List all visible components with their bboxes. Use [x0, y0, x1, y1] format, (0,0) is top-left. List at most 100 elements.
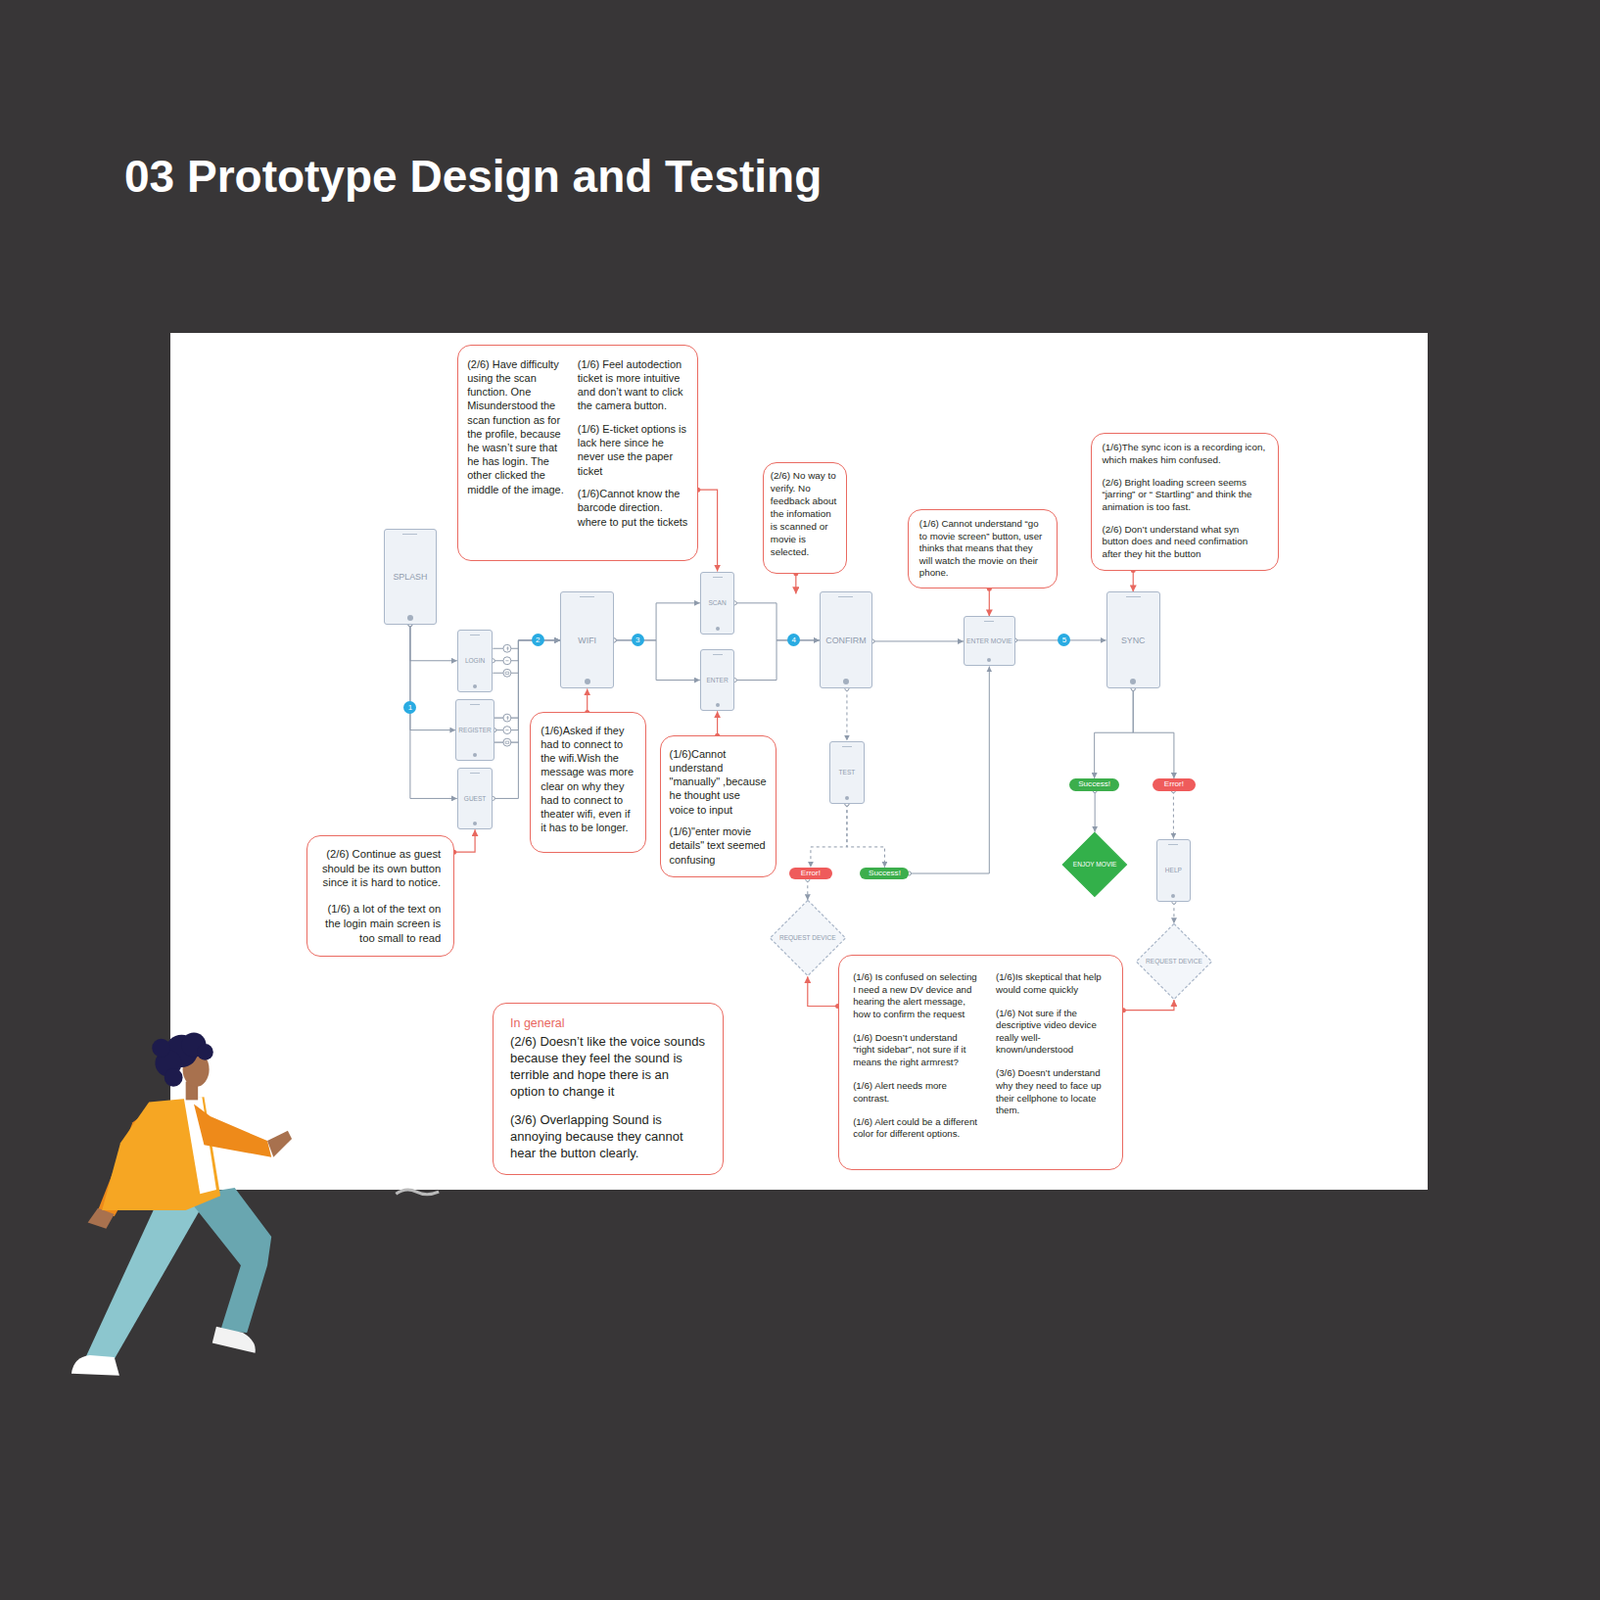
screen-label: WIFI [577, 635, 597, 646]
text-column: In general(2/6) Doesn’t like the voice s… [510, 1015, 706, 1163]
feedback-note: (2/6) Continue as guest should be its ow… [319, 847, 441, 891]
feedback-note: (2/6) Doesn’t like the voice sounds beca… [510, 1034, 706, 1101]
phone-speaker [1168, 844, 1178, 846]
text-column: Error! [800, 869, 821, 878]
callout-leader [586, 688, 588, 712]
feedback-callout: (1/6)Asked if they had to connect to the… [529, 711, 647, 853]
phone-button [472, 752, 477, 757]
feedback-callout: (1/6)The sync icon is a recording icon, … [1090, 432, 1279, 570]
flow-connector [810, 803, 848, 868]
phone-speaker [402, 533, 418, 535]
front-hand [267, 1130, 292, 1158]
text-column: Error! [1164, 780, 1184, 789]
page-title: 03 Prototype Design and Testing [124, 151, 822, 202]
callout-leader [1132, 570, 1134, 593]
flow-connector [734, 603, 820, 641]
feedback-note: (2/6) Have difficulty using the scan fun… [467, 357, 567, 497]
phone-button [472, 821, 477, 826]
back-hand [88, 1208, 115, 1229]
flow-connector [1094, 688, 1134, 779]
text-column: ENTER [705, 676, 728, 685]
phone-speaker [470, 634, 480, 636]
flow-connector [1173, 791, 1175, 840]
feedback-note: (1/6) Feel autodection ticket is more in… [577, 357, 691, 414]
text-column: (1/6) Cannot understand “go to movie scr… [919, 517, 1046, 580]
screen-label: SPLASH [392, 571, 427, 582]
screen-label: CONFIRM [825, 635, 866, 646]
phone-button [584, 678, 591, 685]
text-column: (1/6) Is confused on selecting I need a … [852, 971, 978, 1141]
text-column: (1/6)Asked if they had to connect to the… [540, 723, 635, 836]
screen-label: GUEST [464, 795, 487, 803]
flow-connector [1132, 688, 1175, 779]
feedback-note: (3/6) Doesn’t understand why they need t… [995, 1067, 1109, 1117]
text-column: ENJOY MOVIE [1073, 860, 1118, 869]
phone-button [715, 626, 720, 631]
flow-connector [847, 803, 886, 868]
diamond-label: REQUEST DEVICE [1145, 957, 1203, 966]
phone-button [407, 614, 414, 621]
feedback-callout: (2/6) Have difficulty using the scan fun… [457, 344, 699, 562]
diamond-shape [1063, 832, 1128, 896]
status-label: Error! [1164, 780, 1184, 789]
flow-connector [1173, 901, 1175, 924]
flow-connector [613, 640, 701, 681]
diamond-label: REQUEST DEVICE [779, 934, 837, 942]
screen-label: SCAN [707, 599, 726, 608]
phone-speaker [838, 596, 853, 598]
screen-box: ENTER [700, 649, 735, 712]
flow-connector [1094, 791, 1096, 833]
text-column: (1/6)The sync icon is a recording icon, … [1101, 441, 1268, 562]
screen-label: SYNC [1121, 635, 1146, 646]
flow-connector [872, 640, 964, 642]
phone-button [987, 658, 991, 662]
feedback-callout: (1/6) Cannot understand “go to movie scr… [907, 509, 1057, 590]
phone-button [843, 678, 849, 685]
flow-connector [410, 624, 456, 731]
phone-speaker [712, 576, 723, 578]
screen-box: TEST [829, 741, 864, 805]
status-label: Success! [868, 869, 901, 878]
back-shoe [71, 1355, 120, 1376]
flow-connector [410, 624, 458, 800]
screen-label: ENTER [705, 676, 728, 685]
text-column: Success! [1078, 780, 1111, 789]
text-column: Success! [868, 869, 901, 878]
text-column: (2/6) Have difficulty using the scan fun… [467, 357, 567, 497]
screen-box: SCAN [700, 571, 735, 636]
feedback-note: (1/6) E-ticket options is lack here sinc… [577, 422, 691, 478]
phone-button [1129, 678, 1136, 685]
flow-connector [492, 640, 561, 661]
phone-speaker [470, 704, 480, 706]
screen-box: CONFIRM [819, 591, 873, 689]
feedback-note: (3/6) Overlapping Sound is annoying beca… [510, 1112, 706, 1163]
feedback-note: (2/6) Bright loading screen seems “jarri… [1101, 476, 1268, 516]
text-column: REQUEST DEVICE [779, 934, 837, 942]
feedback-note: (1/6)Asked if they had to connect to the… [540, 723, 635, 836]
feedback-note: (2/6) No way to verify. No feedback abou… [770, 470, 841, 559]
back-leg [86, 1188, 210, 1360]
text-column: GUEST [464, 795, 487, 803]
feedback-note: (1/6) Is confused on selecting I need a … [852, 971, 978, 1021]
status-pill: Success! [859, 867, 909, 881]
screen-box: ENTER MOVIE [963, 615, 1016, 666]
step-number: 1 [403, 701, 417, 714]
status-pill: Success! [1069, 778, 1120, 792]
decision-diamond: REQUEST DEVICE [769, 899, 847, 977]
feedback-note: (1/6) Alert could be a different color f… [852, 1116, 978, 1141]
flow-connector [410, 624, 458, 661]
phone-speaker [1126, 596, 1141, 598]
person-illustration [71, 1033, 292, 1376]
feedback-note: (1/6) Doesn’t understand “right sidebar”… [852, 1032, 978, 1070]
flow-connector [613, 603, 701, 641]
feedback-note: (1/6)The sync icon is a recording icon, … [1101, 441, 1268, 468]
phone-button [472, 684, 477, 689]
decision-diamond: REQUEST DEVICE [1135, 923, 1213, 1000]
diamond-shape [1135, 924, 1212, 1000]
callout-leader [716, 710, 718, 736]
screen-box: WIFI [560, 591, 614, 689]
text-column: ENTER MOVIE [966, 637, 1013, 646]
status-label: Success! [1078, 780, 1111, 789]
feedback-callout: (2/6) Continue as guest should be its ow… [306, 835, 455, 956]
